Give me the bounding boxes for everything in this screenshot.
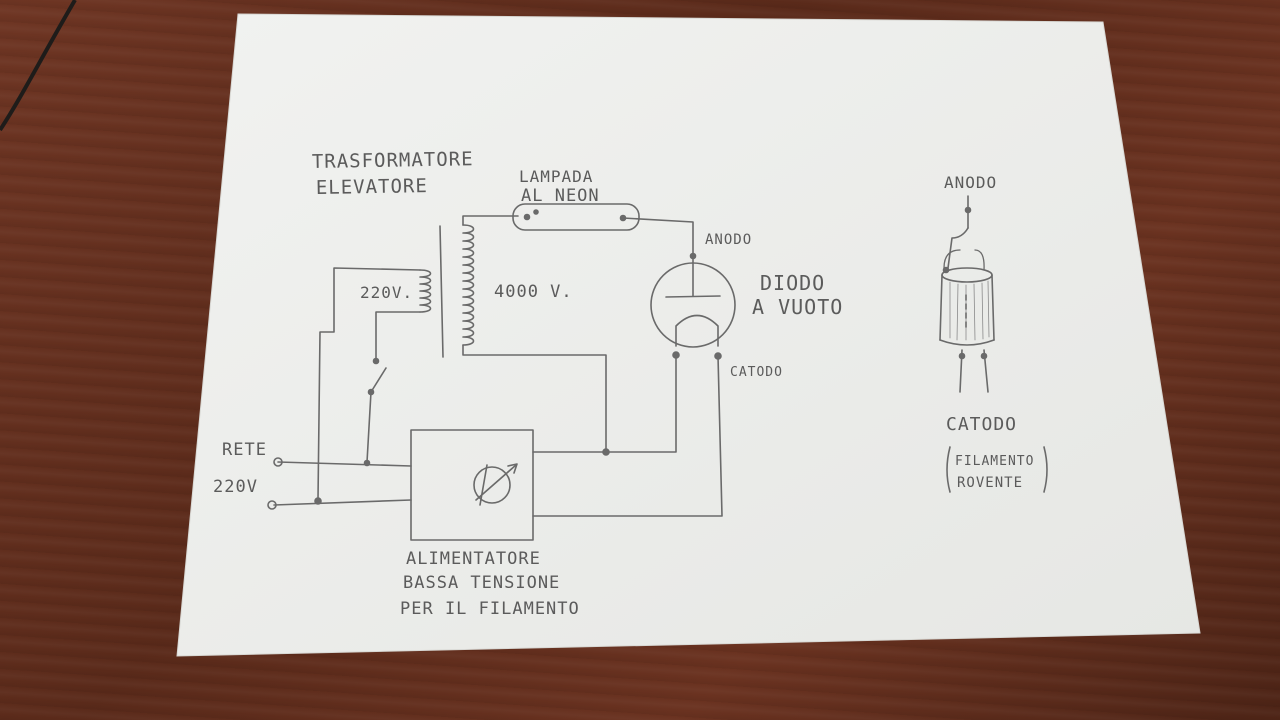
diode-label-line2: A VUOTO xyxy=(752,295,843,319)
cathode-detail-drawing xyxy=(939,195,1048,493)
wire-cathode-left xyxy=(532,355,677,453)
transformer-label-line1: TRASFORMATORE xyxy=(312,148,474,173)
wire-primary-top xyxy=(317,267,421,501)
cathode-label: CATODO xyxy=(730,365,783,380)
wire-primary-bottom xyxy=(375,311,421,361)
filament-power-supply xyxy=(410,429,534,541)
lamp-label-line2: AL NEON xyxy=(521,186,600,206)
wire-cathode-right xyxy=(532,355,723,517)
neon-lamp xyxy=(512,203,640,231)
detail-cathode-label: CATODO xyxy=(946,414,1017,435)
primary-coil xyxy=(419,269,432,313)
transformer-core xyxy=(439,225,444,358)
lamp-label-line1: LAMPADA xyxy=(519,167,593,186)
diode-label-line1: DIODO xyxy=(760,271,825,295)
psu-label-line3: PER IL FILAMENTO xyxy=(400,599,580,619)
wire-mains-top xyxy=(277,461,412,467)
wire-lamp-to-anode xyxy=(622,217,694,256)
secondary-coil xyxy=(462,224,475,346)
detail-anode-label: ANODO xyxy=(944,173,997,192)
mains-label-line2: 220V xyxy=(213,477,258,497)
mains-terminal-bottom xyxy=(267,500,277,510)
mains-label-line1: RETE xyxy=(222,440,267,460)
detail-filament-label-line1: FILAMENTO xyxy=(955,454,1034,469)
transformer-label-line2: ELEVATORE xyxy=(316,175,428,199)
psu-label-line2: BASSA TENSIONE xyxy=(403,573,560,593)
secondary-voltage-label: 4000 V. xyxy=(494,282,573,302)
wire-secondary-to-lamp xyxy=(462,215,519,226)
switch xyxy=(366,357,387,463)
wire-mains-bottom xyxy=(273,499,412,506)
mains-terminal-top xyxy=(273,457,283,467)
cable xyxy=(0,0,77,132)
vacuum-diode xyxy=(650,257,736,348)
wire-secondary-to-cathode xyxy=(462,344,607,453)
step-up-transformer xyxy=(419,224,475,358)
primary-voltage-label: 220V. xyxy=(360,283,413,302)
anode-label: ANODO xyxy=(705,232,752,248)
psu-label-line1: ALIMENTATORE xyxy=(406,549,541,569)
detail-filament-label-line2: ROVENTE xyxy=(957,475,1023,491)
